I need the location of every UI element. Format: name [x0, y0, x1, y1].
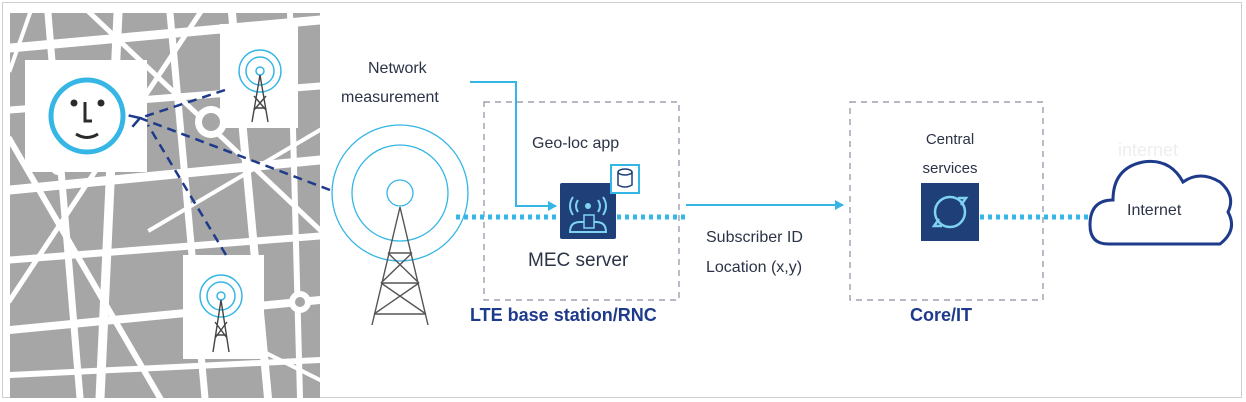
core-it-title: Core/IT [910, 305, 973, 325]
sync-services-icon [921, 183, 979, 241]
central-services-label-line2: services [922, 160, 978, 177]
network-measurement-label-line2: measurement [341, 89, 439, 106]
internet-label: Internet [1127, 202, 1182, 219]
lte-station-box [483, 101, 680, 301]
lte-base-station-title: LTE base station/RNC [470, 305, 657, 325]
location-label: Location (x,y) [706, 259, 803, 276]
core-it-box [849, 101, 1044, 301]
mec-server-label: MEC server [528, 250, 629, 271]
network-measurement-label-line1: Network [368, 60, 427, 77]
mec-server-icon [560, 183, 616, 239]
user-smiley-icon [25, 60, 147, 172]
measurement-arrow [470, 81, 557, 211]
antenna-tower-icon-bottom [183, 255, 264, 359]
signal-lines [140, 88, 331, 256]
antenna-tower-icon-top [220, 24, 298, 128]
lte-base-station-icon [331, 124, 469, 326]
central-services-label-line1: Central [925, 131, 975, 148]
subscriber-id-label: Subscriber ID [706, 229, 803, 246]
database-icon [610, 164, 640, 194]
internet-watermark: internet [1118, 140, 1179, 160]
geo-loc-app-label: Geo-loc app [532, 135, 620, 152]
cloud-icon [1088, 159, 1234, 246]
